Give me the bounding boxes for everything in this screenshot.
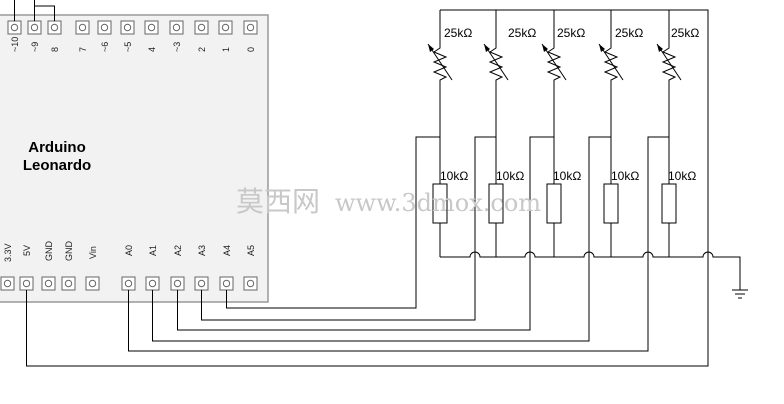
resistor-label-5: 10kΩ <box>668 169 696 183</box>
pin-d6: ~6 <box>97 20 112 52</box>
pin-a0: A0 <box>121 245 136 291</box>
pin-d0: 0 <box>243 20 258 52</box>
pin-label-d4: 4 <box>147 47 157 52</box>
pin-label-d0: 0 <box>246 47 256 52</box>
resistor-4: 10kΩ <box>603 169 639 224</box>
arduino-board: Arduino Leonardo <box>0 14 269 303</box>
resistor-label-3: 10kΩ <box>553 169 581 183</box>
vcc-rail <box>26 9 709 367</box>
pin-a3: A3 <box>194 245 209 291</box>
board-title-line2: Leonardo <box>23 157 91 174</box>
resistor-1: 10kΩ <box>432 169 468 224</box>
potentiometer-2: 25kΩ <box>483 26 536 84</box>
pin-label-d8: 8 <box>50 47 60 52</box>
watermark: 莫西网 www.3dmox.com <box>236 185 541 218</box>
pin-label-d10: ~10 <box>10 37 20 52</box>
pin-label-d3: ~3 <box>172 42 182 52</box>
pin-3v3: 3.3V <box>0 243 15 291</box>
pin-label-a0: A0 <box>124 245 134 256</box>
pin-label-d2: 2 <box>197 47 207 52</box>
pin-a1: A1 <box>145 245 160 291</box>
resistor-label-4: 10kΩ <box>611 169 639 183</box>
board-body <box>0 14 269 303</box>
pot-label-4: 25kΩ <box>615 26 643 40</box>
pin-d1: 1 <box>218 20 233 52</box>
pin-vin: Vin <box>85 246 100 291</box>
watermark-latin: www.3dmox.com <box>335 189 541 217</box>
pin-label-a3: A3 <box>197 245 207 256</box>
pin-label-d7: 7 <box>78 47 88 52</box>
pin-label-d1: 1 <box>221 47 231 52</box>
pin-d7: 7 <box>75 20 90 52</box>
pin-d3: ~3 <box>169 20 184 52</box>
potentiometer-5: 25kΩ <box>656 26 699 84</box>
potentiometer-1: 25kΩ <box>427 26 472 84</box>
resistor-2: 10kΩ <box>488 169 524 224</box>
top-header: ~10 ~9 8 7 ~6 ~5 4 ~3 2 1 0 <box>7 20 258 52</box>
top-pin-wires <box>14 0 55 21</box>
pin-label-a5: A5 <box>246 245 256 256</box>
pin-d4: 4 <box>144 20 159 52</box>
pot-label-3: 25kΩ <box>557 26 585 40</box>
resistor-label-1: 10kΩ <box>440 169 468 183</box>
gnd-bus <box>440 251 741 290</box>
potentiometer-4: 25kΩ <box>598 26 643 84</box>
pin-label-a4: A4 <box>222 245 232 256</box>
resistor-3: 10kΩ <box>546 169 581 224</box>
pin-label-a2: A2 <box>173 245 183 256</box>
pin-label-gnd-2: GND <box>64 241 74 262</box>
pin-gnd-1: GND <box>41 241 56 291</box>
resistor-label-2: 10kΩ <box>496 169 524 183</box>
pin-label-vin: Vin <box>88 246 98 259</box>
potentiometer-3: 25kΩ <box>541 26 585 84</box>
pin-a2: A2 <box>170 245 185 291</box>
ground-icon <box>732 289 748 299</box>
pot-label-5: 25kΩ <box>671 26 699 40</box>
pin-d8: 8 <box>47 20 62 52</box>
pin-label-3v3: 3.3V <box>3 243 13 262</box>
pin-label-d9: ~9 <box>30 42 40 52</box>
pin-a5: A5 <box>243 245 258 291</box>
watermark-cjk: 莫西网 <box>236 185 320 218</box>
pot-label-1: 25kΩ <box>444 26 472 40</box>
pot-label-2: 25kΩ <box>508 26 536 40</box>
resistor-5: 10kΩ <box>661 169 696 224</box>
pin-gnd-2: GND <box>61 241 76 291</box>
board-title-line1: Arduino <box>28 139 86 156</box>
pin-label-gnd-1: GND <box>44 241 54 262</box>
pin-d5: ~5 <box>120 20 135 52</box>
pin-label-d5: ~5 <box>123 42 133 52</box>
pin-label-5v: 5V <box>22 245 32 256</box>
pin-d2: 2 <box>194 20 209 52</box>
pin-label-d6: ~6 <box>100 42 110 52</box>
pin-5v: 5V <box>19 245 34 291</box>
pin-label-a1: A1 <box>148 245 158 256</box>
wires <box>26 9 741 367</box>
